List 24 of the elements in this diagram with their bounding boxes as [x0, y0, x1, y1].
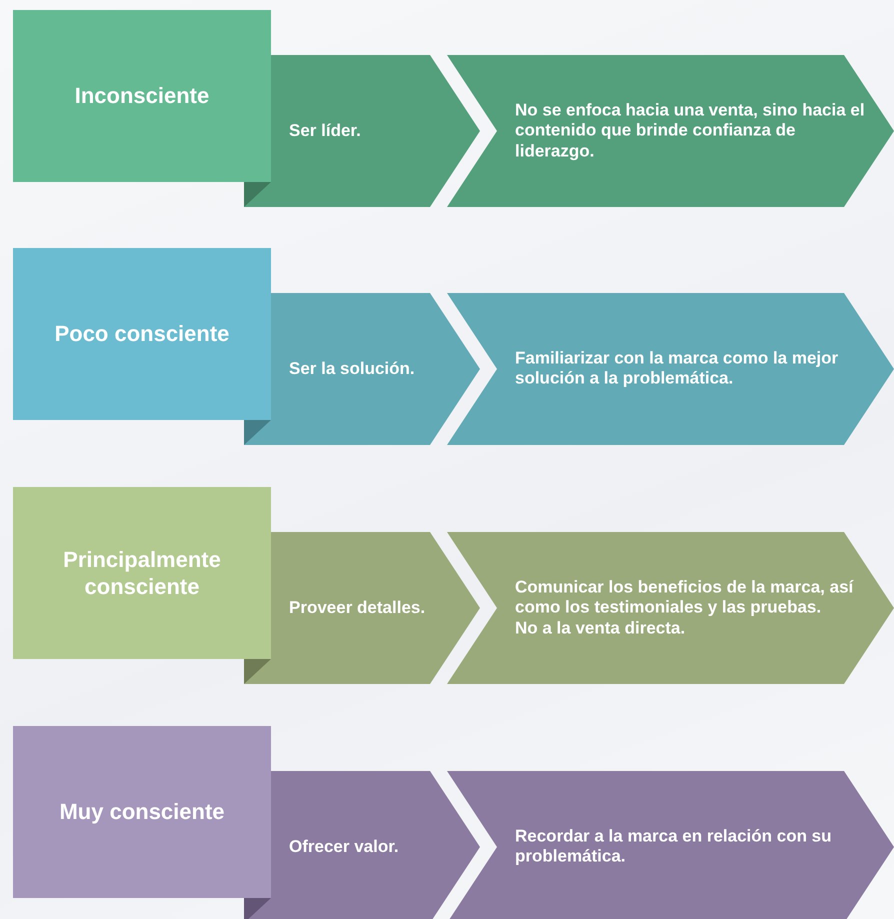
chevron-text: Recordar a la marca en relación con su problemática. — [515, 826, 833, 868]
chevron-text: Proveer detalles. — [289, 598, 426, 618]
chevron-shape — [244, 55, 480, 207]
chevron-shape — [447, 55, 894, 207]
chevron-text: Familiarizar con la marca como la mejor solución a la problemática. — [515, 348, 840, 390]
stage-box — [13, 248, 271, 420]
stage-box — [13, 726, 271, 898]
chevron-shape — [244, 532, 480, 684]
chevron-text: Ser la solución. — [289, 358, 416, 380]
chevron-shape — [447, 771, 894, 919]
stage-title: Inconsciente — [74, 82, 210, 110]
chevron-text: Comunicar los beneficios de la marca, así como los testimoniales y las pruebas. — [515, 577, 855, 618]
chevron-text: Ser líder. — [289, 120, 362, 142]
stage-title: Principalmente consciente — [62, 546, 222, 600]
chevron-text: No a la venta directa. — [515, 618, 686, 639]
chevron-shape — [447, 532, 894, 684]
chevron-text: No se enfoca hacia una venta, sino hacia el contenido que brinde confianza de liderazgo. — [515, 100, 866, 162]
chevron-text: Ofrecer valor. — [289, 836, 400, 858]
stage-title: Muy consciente — [59, 798, 225, 826]
chevron-shape — [244, 293, 480, 445]
chevron-shape — [447, 293, 894, 445]
stage-box — [13, 10, 271, 182]
stage-title: Poco consciente — [54, 320, 230, 348]
stage-box — [13, 487, 271, 659]
